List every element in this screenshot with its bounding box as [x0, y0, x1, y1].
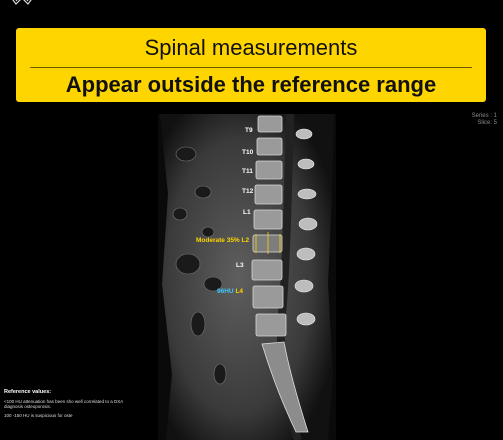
l2-finding-annotation[interactable]: Moderate 35% L2 — [196, 237, 249, 244]
vertebra-label-l3: L3 — [236, 262, 244, 269]
vertebra-label-t10: T10 — [242, 149, 254, 156]
banner-subtitle: Appear outside the reference range — [65, 72, 437, 97]
l2-finding-text: Moderate 35% — [196, 237, 240, 244]
reference-line-2: 100 -150 HU is suspicious for oste — [4, 412, 73, 418]
series-label: Series : 1 — [471, 113, 497, 119]
app-logo-icon — [12, 0, 32, 5]
ct-sagittal-image[interactable] — [158, 114, 336, 440]
banner-divider — [30, 67, 472, 68]
vertebra-label-t11: T11 — [242, 168, 253, 175]
slice-label: Slice: 5 — [477, 120, 497, 126]
vertebra-label-t9: T9 — [245, 127, 253, 134]
banner-title: Spinal measurements — [144, 35, 358, 60]
l4-hu-value: 96HU — [217, 288, 234, 295]
vertebra-label-l2: L2 — [241, 237, 250, 244]
l4-finding-annotation[interactable]: 96HU L4 — [217, 288, 243, 295]
vertebra-label-t12: T12 — [242, 188, 254, 195]
vertebra-label-l1: L1 — [243, 209, 251, 216]
reference-heading: Reference values: — [4, 389, 52, 395]
reference-values-panel: Reference values: <100 HU attenuation ha… — [4, 389, 124, 421]
vertebra-label-l4: L4 — [235, 288, 244, 295]
reference-line-1: <100 HU attenuation has been sho well co… — [4, 398, 123, 410]
series-info: Series : 1 Slice: 5 — [472, 113, 497, 127]
findings-banner: Spinal measurements Appear outside the r… — [16, 28, 486, 102]
